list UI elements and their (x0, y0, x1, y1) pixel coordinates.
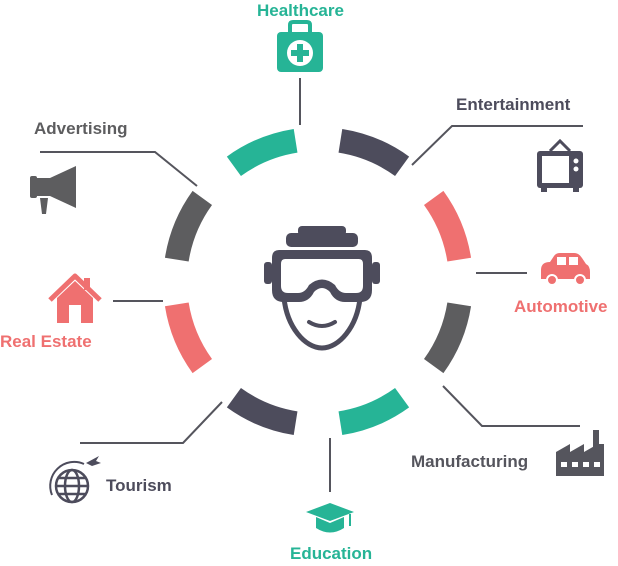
label-advertising: Advertising (34, 119, 128, 138)
car-icon (541, 253, 590, 286)
ring-segment-automotive (423, 190, 472, 262)
ring-segment-education (338, 387, 410, 436)
label-manufacturing: Manufacturing (411, 452, 529, 471)
ring-segment-real-estate (164, 302, 213, 374)
house-icon (48, 273, 102, 323)
connector-lines (40, 78, 583, 492)
label-automotive: Automotive (514, 297, 608, 316)
globe-plane-icon (49, 456, 101, 504)
ring-segment-tourism (226, 387, 298, 436)
label-tourism: Tourism (106, 476, 172, 495)
connector-advertising (40, 151, 198, 187)
vr-headset-icon (264, 226, 380, 351)
medical-kit-icon (277, 20, 323, 72)
segment-ring (164, 128, 472, 436)
ring-segment-healthcare (226, 128, 298, 177)
connector-entertainment (411, 125, 583, 166)
connector-manufacturing (442, 385, 580, 427)
ring-segment-manufacturing (423, 302, 472, 374)
ring-segment-advertising (164, 190, 213, 262)
label-education: Education (290, 544, 373, 563)
label-healthcare: Healthcare (257, 1, 344, 20)
tv-icon (537, 138, 583, 192)
connector-tourism (80, 401, 223, 444)
factory-icon (556, 430, 604, 476)
label-entertainment: Entertainment (456, 95, 571, 114)
graduation-cap-icon (306, 503, 354, 533)
ring-segment-entertainment (338, 128, 410, 177)
label-real-estate: Real Estate (0, 332, 92, 351)
megaphone-icon (30, 166, 76, 214)
